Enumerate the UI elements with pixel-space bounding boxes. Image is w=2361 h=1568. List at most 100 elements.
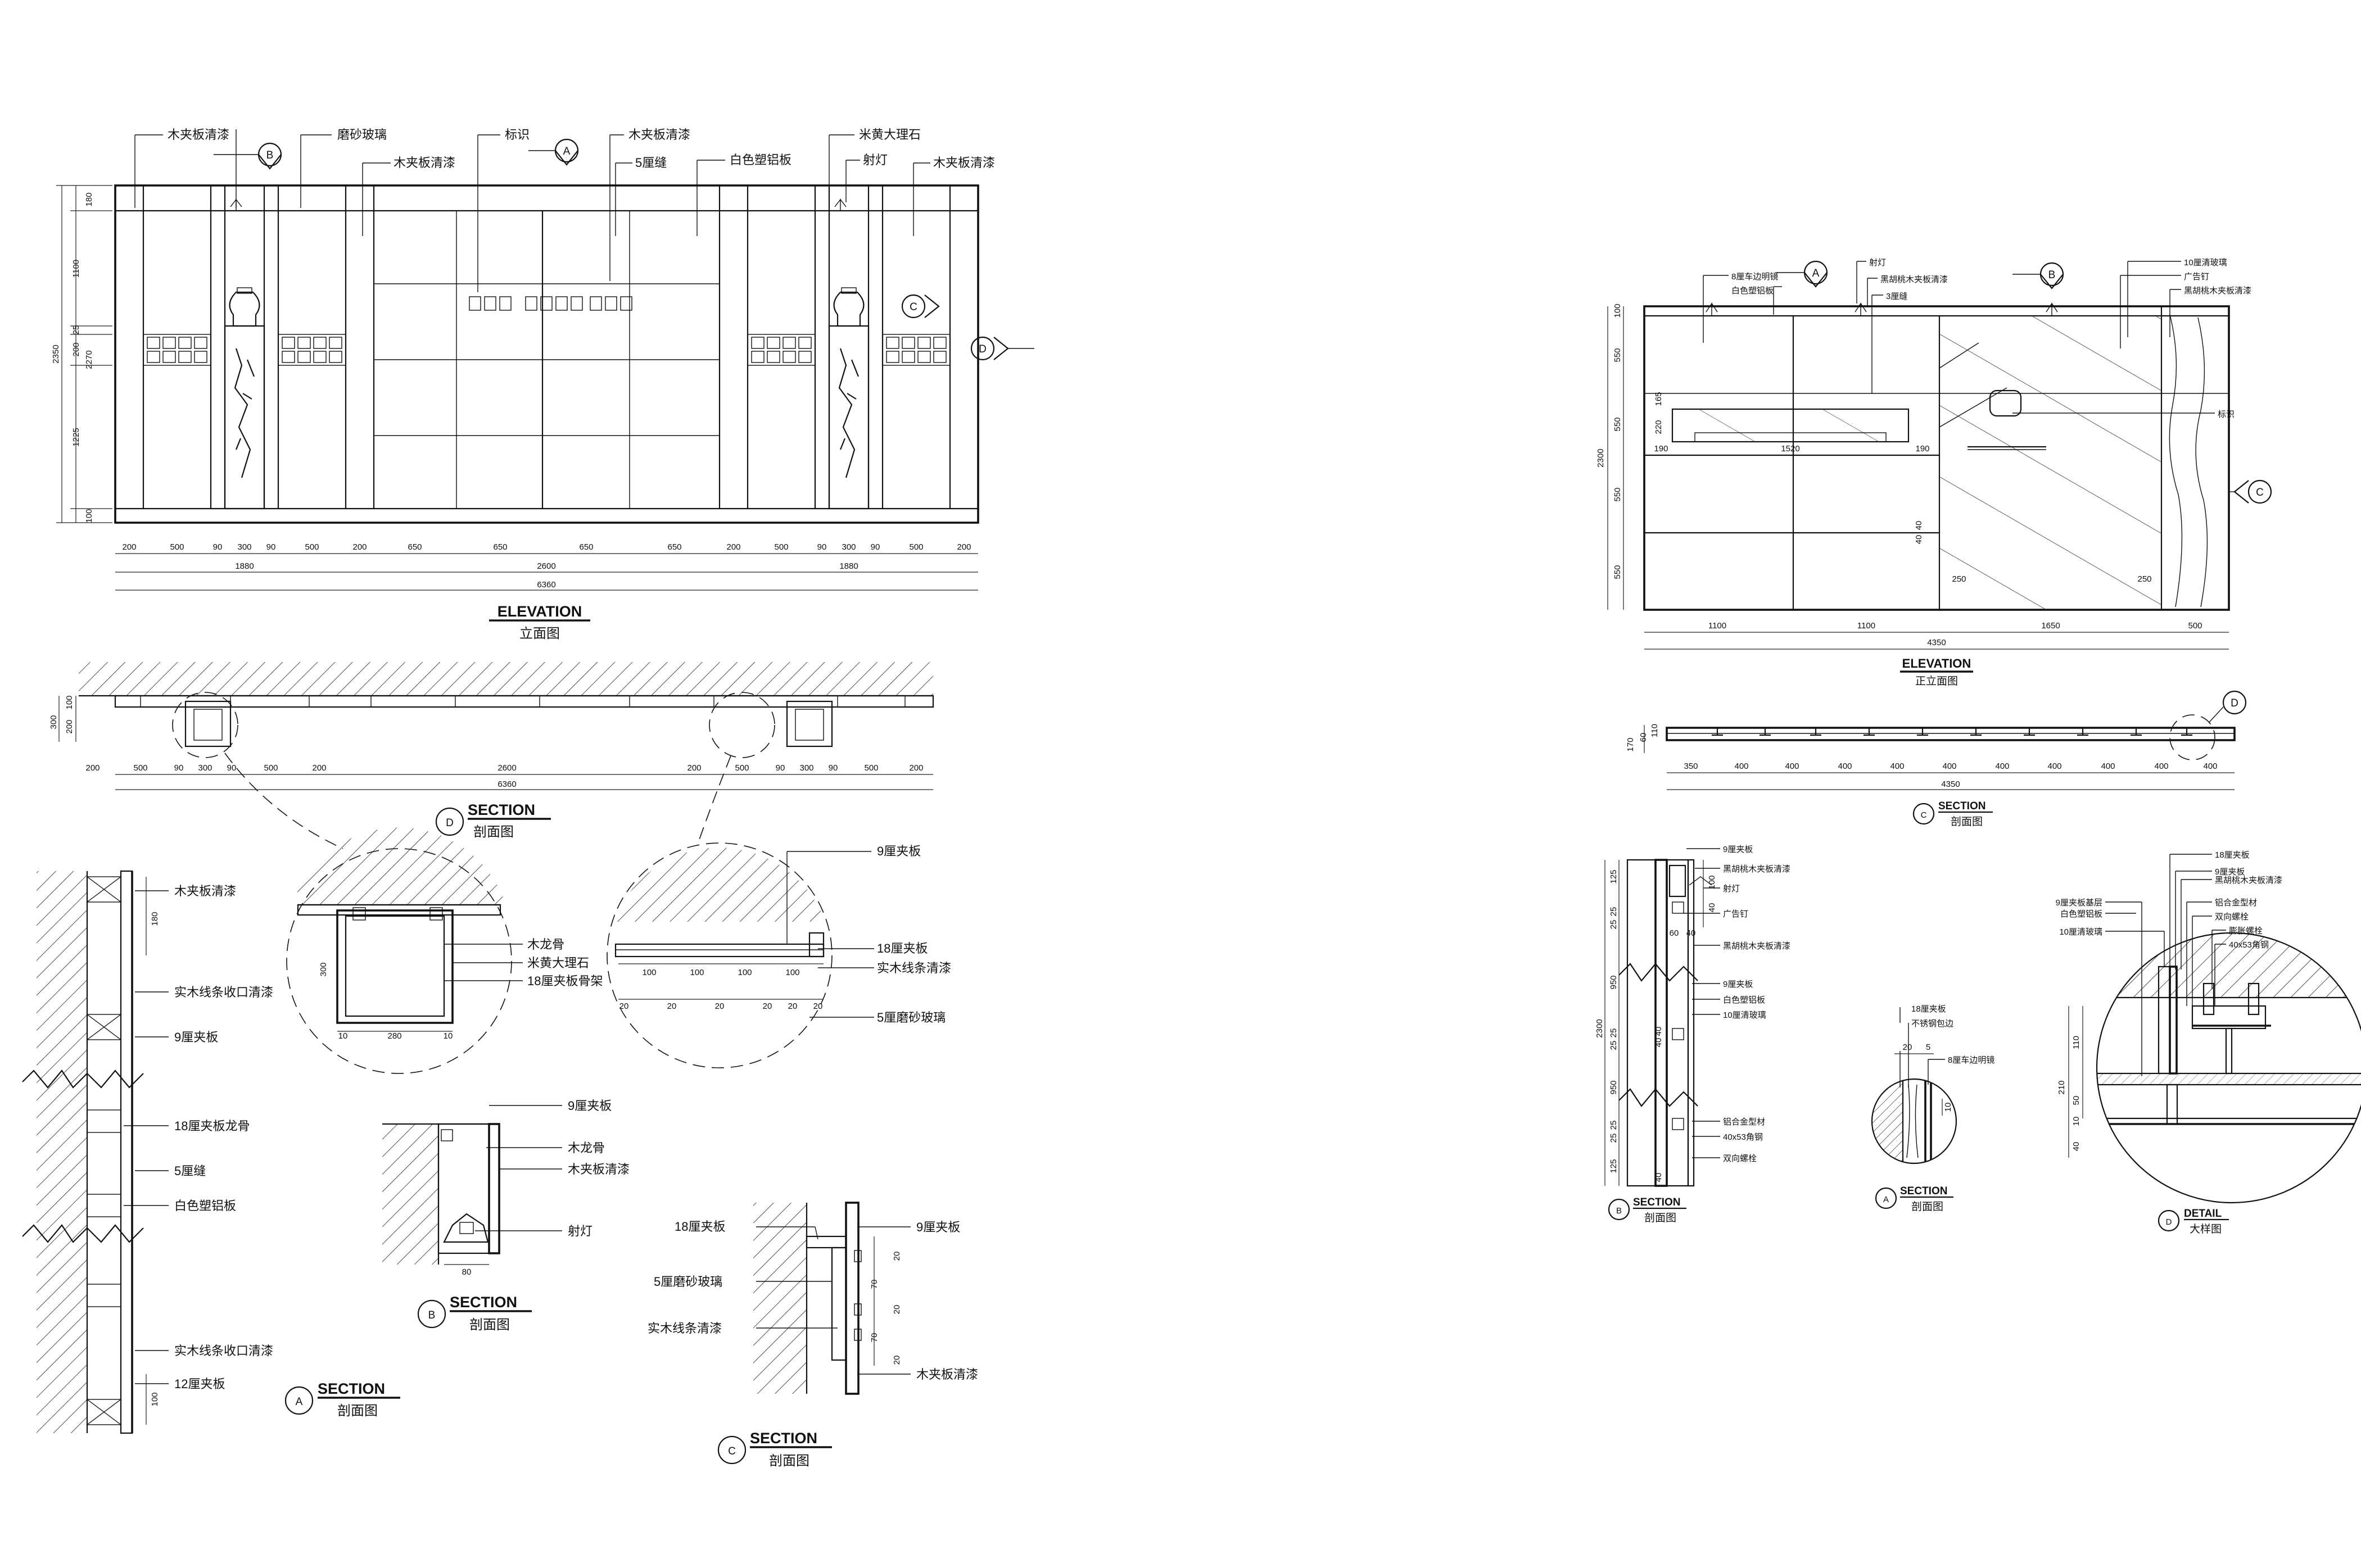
section-d-marker: D [446, 817, 454, 829]
dim-label: 20 [892, 1305, 902, 1315]
front-elevation-title-block: ELEVATION 正立面图 [1900, 656, 1973, 687]
section-label: 实木线条收口清漆 [174, 1344, 273, 1358]
callout-label: 黑胡桃木夹板清漆 [2184, 285, 2251, 296]
elevation-marker-b: B [214, 142, 282, 170]
section-a2-title-block: A SECTION 剖面图 [1875, 1185, 1953, 1213]
dim-label: 1650 [2041, 621, 2060, 631]
dim-label: 1100 [71, 260, 81, 278]
dim-label: 650 [667, 542, 681, 552]
callout-label: 白色塑铝板 [730, 153, 791, 167]
dim-label: 40 [1686, 928, 1696, 938]
dim-label: 40 [1914, 535, 1924, 545]
section-label: 8厘车边明镜 [1948, 1055, 1994, 1065]
dim-label: 1100 [1708, 621, 1726, 631]
detail-label: 木龙骨 [527, 937, 564, 951]
elevation-callouts: 木夹板清漆 磨砂玻璃 木夹板清漆 标识 木夹板清漆 5厘缝 白色塑铝板 米黄大理… [168, 128, 995, 170]
drawing-subtitle: 正立面图 [1915, 675, 1958, 687]
dim-label: 20 [892, 1252, 902, 1261]
dim-label: 80 [462, 1267, 472, 1277]
dim-label: 90 [227, 763, 237, 773]
detail-label: 9厘夹板 [877, 844, 921, 858]
elevation-drawing [56, 129, 979, 591]
section-b-drawing: 9厘夹板 木龙骨 木夹板清漆 射灯 80 [382, 1099, 630, 1277]
dim-label: 400 [2154, 762, 2168, 771]
detail-label: 米黄大理石 [527, 956, 589, 970]
dim-label: 25 [1609, 1041, 1618, 1050]
dim-label: 500 [133, 763, 147, 773]
callout-label: 黑胡桃木夹板清漆 [1880, 274, 1948, 284]
dim-label: 400 [1995, 762, 2009, 771]
dim-label: 1880 [839, 561, 858, 571]
callout-label: 米黄大理石 [859, 128, 921, 142]
section-b-marker: B [428, 1309, 436, 1321]
section-b2-title-block: B SECTION 剖面图 [1608, 1197, 1686, 1224]
drawing-title: SECTION [468, 801, 535, 818]
detail-left-drawing: 300 10 280 10 木龙骨 米黄大理石 18厘夹板骨架 [286, 827, 603, 1074]
dim-label: 60 [1670, 928, 1679, 938]
section-b2-marker: B [1616, 1206, 1622, 1216]
callout-label: 广告钉 [2184, 272, 2209, 282]
dim-label: 40 [1654, 1173, 1663, 1182]
dim-label: 500 [170, 542, 184, 552]
elevation-marker-b-label: B [266, 149, 274, 161]
dim-label: 190 [1654, 444, 1668, 454]
dim-label: 400 [1785, 762, 1799, 771]
dim-label: 125 [1609, 1159, 1618, 1173]
elevation-marker-d: D [970, 336, 1034, 361]
detail-label: 实木线条清漆 [877, 961, 951, 975]
dim-label: 20 [619, 1001, 629, 1011]
dim-label: 1520 [1781, 444, 1799, 454]
callout-label: 木夹板清漆 [628, 128, 690, 142]
detail-label: 18厘夹板 [2215, 850, 2250, 860]
dim-label: 200 [726, 542, 740, 552]
dim-label: 200 [957, 542, 971, 552]
detail-d2-drawing: 18厘夹板 9厘夹板 黑胡桃木夹板清漆 铝合金型材 双向螺栓 膨胀螺栓 40x5… [2056, 850, 2361, 1204]
callout-label: 木夹板清漆 [168, 128, 229, 142]
detail-label: 10厘清玻璃 [2059, 927, 2102, 937]
dim-label: 300 [237, 542, 251, 552]
callout-label: 10厘清玻璃 [2184, 258, 2227, 268]
section-label: 9厘夹板 [1723, 844, 1753, 854]
dim-label: 110 [1650, 724, 1659, 737]
section-label: 18厘夹板 [1911, 1004, 1946, 1014]
dim-label: 6360 [537, 580, 555, 590]
dim-label: 300 [49, 715, 58, 729]
dim-label: 90 [213, 542, 223, 552]
dim-label: 200 [909, 763, 923, 773]
section-c-drawing: 9厘夹板 18厘夹板 5厘磨砂玻璃 实木线条清漆 木夹板清漆 20 70 20 … [648, 1202, 978, 1395]
dim-label: 170 [1626, 737, 1635, 751]
dim-label: 950 [1609, 1080, 1618, 1094]
dim-label: 20 [892, 1356, 902, 1365]
callout-label: 5厘缝 [635, 156, 667, 170]
dim-label: 10 [444, 1031, 453, 1041]
dim-label: 1880 [235, 561, 254, 571]
dim-label: 90 [871, 542, 880, 552]
dim-label: 200 [352, 542, 367, 552]
detail-label: 5厘磨砂玻璃 [877, 1010, 946, 1025]
dim-label: 70 [870, 1333, 879, 1343]
callout-label: 磨砂玻璃 [337, 128, 387, 142]
section-label: 9厘夹板 [916, 1220, 960, 1234]
dim-label: 25 [71, 325, 81, 335]
section-b2-drawing: 9厘夹板 黑胡桃木夹板清漆 射灯 广告钉 黑胡桃木夹板清漆 9厘夹板 白色塑铝板… [1604, 844, 1790, 1187]
drawing-subtitle: 剖面图 [769, 1453, 809, 1469]
dim-label: 300 [319, 962, 328, 976]
dim-label: 40 [2071, 1142, 2081, 1152]
dim-label: 90 [776, 763, 785, 773]
detail-d2-marker: D [2166, 1217, 2172, 1227]
drawing-title: SECTION [1938, 800, 1985, 812]
dim-label: 10 [338, 1031, 348, 1041]
dim-label: 165 [1654, 392, 1663, 406]
drawing-title: ELEVATION [497, 603, 582, 620]
front-elevation-marker-a: A [1776, 260, 1828, 288]
dim-label: 180 [84, 192, 94, 206]
section-label: 双向螺栓 [1723, 1154, 1757, 1163]
elevation-horizontal-dims: 200 500 90 300 90 500 200 650 650 650 65… [122, 542, 971, 590]
section-label: 铝合金型材 [1723, 1117, 1765, 1127]
dim-label: 5 [1926, 1043, 1930, 1052]
dim-label: 125 [1609, 869, 1618, 883]
detail-label: 40x53角钢 [2229, 940, 2269, 950]
dim-label: 220 [1654, 420, 1663, 434]
dim-label: 60 [1639, 733, 1648, 742]
elevation-title-block: ELEVATION 立面图 [489, 603, 590, 641]
